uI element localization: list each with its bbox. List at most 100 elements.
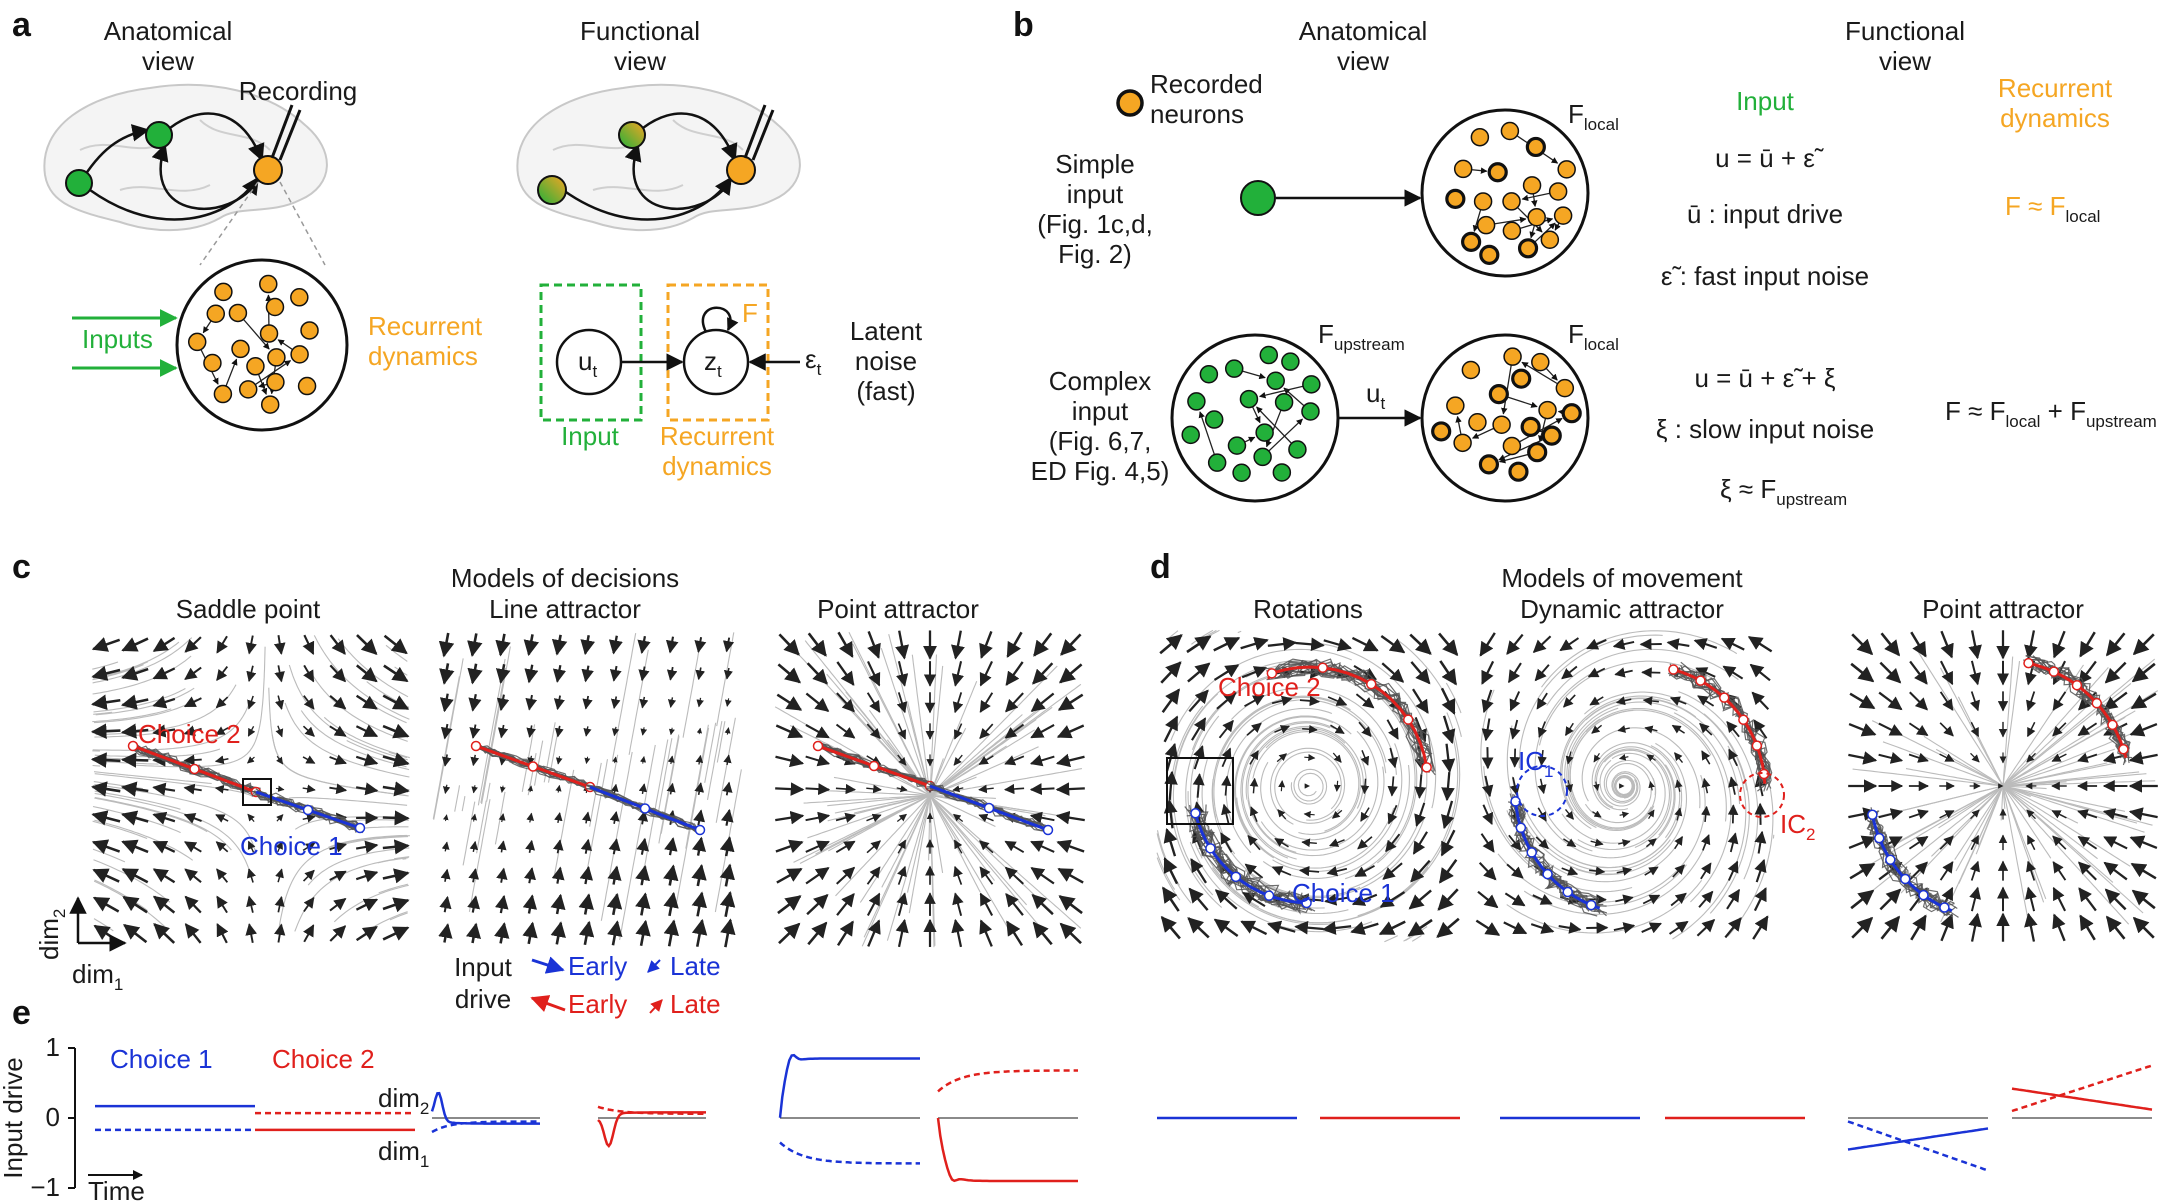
time-dot [302,804,314,816]
time-dot [1042,824,1054,836]
neuron [1503,347,1522,366]
subplot-title-point-d: Point attractor [1922,594,2084,624]
b-functional-title-line1: Functional [1845,16,1965,46]
drive-trace [937,1069,1078,1093]
time-dot [1301,897,1312,909]
neuron [1274,392,1294,412]
eps-label: εt [805,344,822,379]
neuron [1557,160,1576,179]
eq-fast-noise: ε̃ : fast input noise [1661,261,1869,291]
neuron [187,332,207,352]
neuron [1527,442,1548,463]
time-dot [1266,668,1278,679]
e-dim2: dim2 [378,1083,429,1118]
neuron [1461,360,1481,380]
time-dot [868,760,880,772]
flow-field-line [432,632,742,948]
neuron [1301,402,1320,421]
time-label: Time [88,1176,145,1202]
recorded-neuron-icon [1116,89,1144,117]
neuron [1476,215,1496,235]
subplot-title-line: Line attractor [489,594,641,624]
neuron [1199,364,1219,384]
time-dot [2048,666,2060,677]
recording-label: Recording [239,76,358,106]
legend-blue-early: Early [568,951,627,981]
time-dot [1421,762,1432,773]
neuron [238,380,258,399]
neuron [300,321,319,340]
time-dot [1526,847,1537,858]
time-dot [812,740,824,752]
neuron [1253,447,1272,467]
eq-input-complex: u = ū + ε̃ + ξ [1694,363,1835,393]
legend-red-late: Late [670,989,721,1019]
e-choice2: Choice 2 [272,1044,375,1074]
neuron [1541,425,1562,446]
neuron [1468,413,1487,432]
time-dot [470,740,482,752]
neuron [1531,352,1550,372]
neuron [214,282,233,302]
neuron [1527,207,1546,227]
complex-input-line4: ED Fig. 4,5) [1031,456,1170,486]
subplot-title-rotations: Rotations [1253,594,1363,624]
b-functional-title-line2: view [1879,46,1931,76]
panel-d: d Models of movement Rotations Dynamic a… [1150,548,2159,943]
rec-simple: F ≈ Flocal [2005,191,2100,226]
neuron [1502,221,1522,241]
panel-b: b Anatomical view Functional view Record… [1013,6,2157,509]
neuron [260,395,280,414]
time-dot [1718,692,1730,703]
panel-letter-a: a [12,6,32,44]
functional-title-line1: Functional [580,16,700,46]
neuron [1525,136,1546,158]
eq-input-simple: u = ū + ε̃ [1715,143,1824,173]
time-dot [1562,886,1573,898]
time-dot [2118,744,2129,755]
mean-trajectory [1870,814,1953,913]
simple-input-line1: Simple [1055,149,1134,179]
b-anatomical-title-line1: Anatomical [1299,16,1428,46]
neuron [1281,352,1300,371]
neuron [1302,375,1321,394]
time-dot [1585,899,1597,911]
e-ylabel: Input drive [0,1057,28,1178]
subplot-title-point: Point attractor [817,594,979,624]
brain-anatomical: Recording [43,76,358,266]
ic2-label: IC2 [1780,809,1815,844]
neuron [1540,230,1560,250]
neuron [259,324,279,343]
neuron [265,297,285,317]
panel-d-title: Models of movement [1501,563,1743,593]
drive-trace [2011,1087,2153,1111]
time-dot [127,740,139,752]
time-dot [1542,868,1553,880]
F-local-2: Flocal [1568,319,1619,354]
neuron [1517,238,1539,259]
neuron [1431,421,1452,442]
neuron [1470,127,1490,147]
panel-a: a Anatomical view Functional view Record… [12,6,923,481]
neuron [1227,436,1247,455]
ytick-1: 1 [46,1032,60,1062]
brain-functional [516,83,801,232]
neuron [1479,244,1500,265]
neuron [1272,463,1292,482]
neuron [1478,454,1500,475]
time-dot [1668,664,1679,675]
neuron [228,303,248,323]
neuron [1502,192,1521,211]
recurrent-label-line1: Recurrent [368,311,483,341]
e-choice1: Choice 1 [110,1044,213,1074]
neuron [1288,440,1307,459]
time-dot [1918,889,1929,901]
rec-complex: F ≈ Flocal + Fupstream [1945,396,2157,431]
time-dot [354,822,366,834]
time-dot [1867,809,1878,821]
panel-c: c Models of decisions Saddle point Line … [12,548,1085,1019]
neuron [1502,436,1522,456]
time-dot [1205,843,1216,854]
time-dot [1230,871,1242,883]
